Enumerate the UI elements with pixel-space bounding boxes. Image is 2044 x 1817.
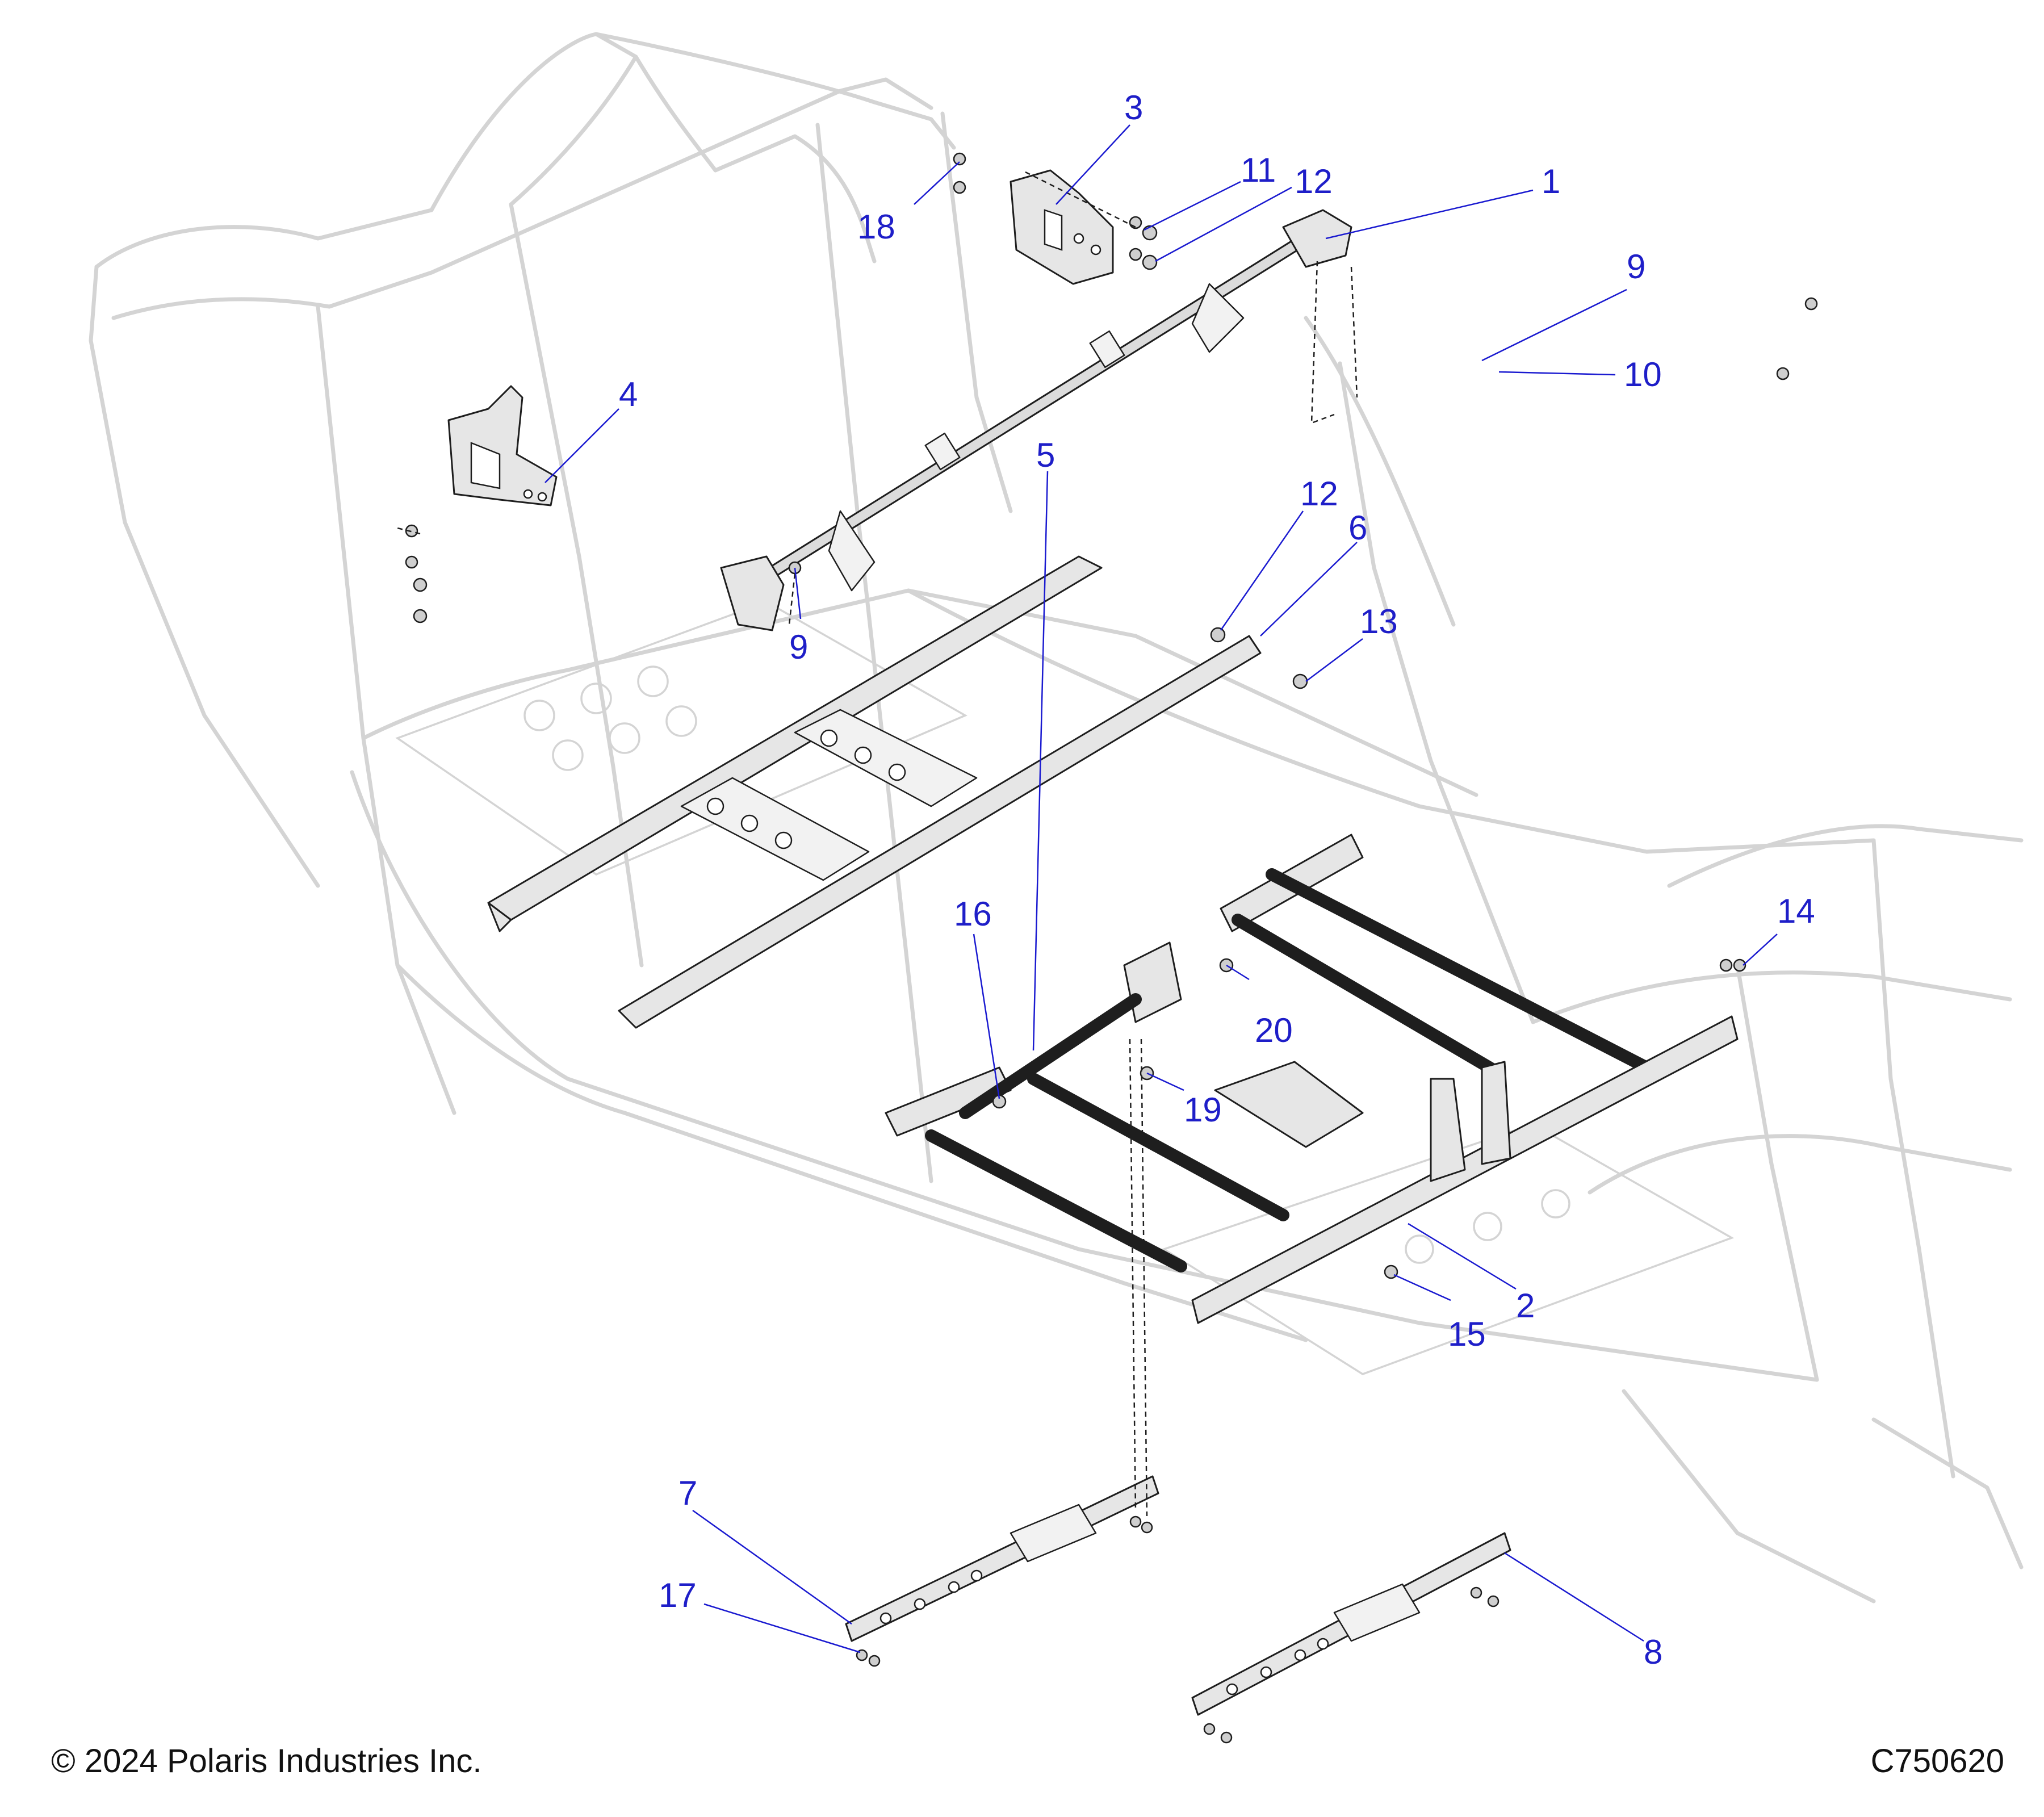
callout-labels: 1 2 3 4 5 6 7 8 9 9 10 11 12 12 13 14 15… bbox=[619, 89, 1815, 1671]
vehicle-frame-outline bbox=[89, 32, 2024, 1604]
callout-12-upper: 12 bbox=[1295, 162, 1333, 200]
callout-11: 11 bbox=[1241, 151, 1276, 189]
callout-3: 3 bbox=[1124, 89, 1143, 127]
part-2-lower-cross-member bbox=[1191, 1015, 1739, 1324]
part-4-side-bracket bbox=[447, 385, 558, 506]
callout-12-lower: 12 bbox=[1300, 475, 1338, 513]
callout-9-upper: 9 bbox=[1627, 248, 1645, 286]
part-7-floor-plate bbox=[845, 1475, 1159, 1642]
assembly-guide-lines bbox=[397, 169, 1358, 1517]
callout-16: 16 bbox=[954, 895, 992, 933]
callout-10: 10 bbox=[1624, 355, 1662, 393]
callout-2: 2 bbox=[1516, 1287, 1535, 1325]
callout-8: 8 bbox=[1644, 1633, 1662, 1671]
floor-pan-ghost bbox=[395, 601, 1735, 1375]
callout-13: 13 bbox=[1360, 602, 1398, 640]
part-3-upper-bracket bbox=[1010, 169, 1114, 285]
callout-4: 4 bbox=[619, 375, 638, 413]
callout-19: 19 bbox=[1184, 1091, 1222, 1129]
callout-7: 7 bbox=[678, 1474, 697, 1512]
callout-20: 20 bbox=[1255, 1011, 1293, 1049]
drawing-number: C750620 bbox=[1870, 1743, 2004, 1780]
part-8-floor-plate bbox=[1191, 1532, 1511, 1716]
callout-14: 14 bbox=[1777, 892, 1815, 930]
callout-9-lower: 9 bbox=[789, 628, 808, 666]
part-1-upper-cross-tube bbox=[720, 209, 1352, 631]
callout-1: 1 bbox=[1542, 162, 1560, 200]
copyright-notice: © 2024 Polaris Industries Inc. bbox=[51, 1743, 482, 1780]
callout-6: 6 bbox=[1348, 509, 1367, 547]
part-6-floor-cross-frame bbox=[487, 555, 1262, 1029]
leader-lines bbox=[544, 124, 1778, 1653]
callout-15: 15 bbox=[1448, 1315, 1486, 1353]
callout-17: 17 bbox=[659, 1576, 697, 1614]
callout-5: 5 bbox=[1036, 436, 1055, 474]
fasteners bbox=[405, 152, 1818, 1744]
callout-18: 18 bbox=[857, 208, 895, 246]
part-5-seat-base-frame bbox=[885, 834, 1653, 1272]
